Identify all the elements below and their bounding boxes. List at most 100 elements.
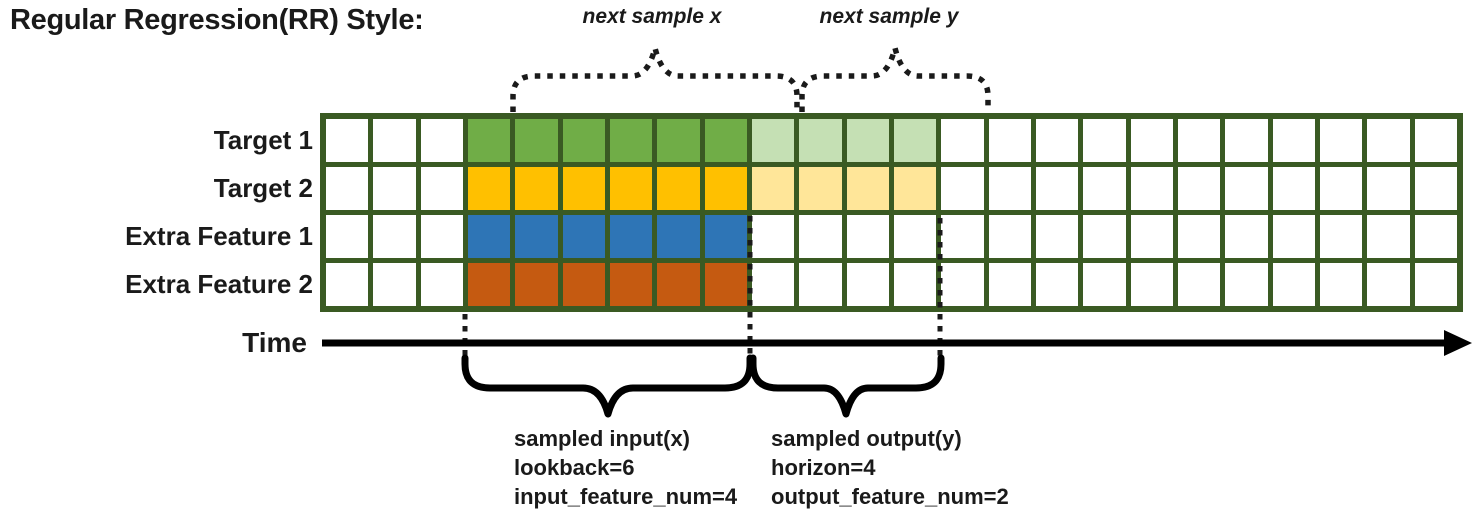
row-label: Target 2 — [213, 173, 313, 203]
grid-cell — [1130, 119, 1173, 162]
next-sample-y-brace — [799, 47, 991, 112]
grid-cell — [1130, 263, 1173, 306]
input-cell — [467, 215, 511, 258]
grid-cell — [1083, 167, 1126, 210]
grid-cell — [1177, 119, 1221, 162]
input-cell — [467, 167, 511, 210]
row-label: Extra Feature 2 — [125, 269, 313, 299]
input-cell — [515, 167, 558, 210]
grid-cell — [1035, 167, 1079, 210]
grid-cell — [1319, 215, 1363, 258]
input-cell — [704, 167, 747, 210]
grid-cell — [1035, 263, 1079, 306]
sampled-output-line: sampled output(y) — [771, 426, 962, 451]
output-cell — [751, 167, 795, 210]
input-cell — [609, 263, 653, 306]
input-cell — [562, 119, 605, 162]
grid-cell — [751, 263, 795, 306]
lookback-line: lookback=6 — [514, 455, 635, 480]
grid-cell — [1225, 215, 1268, 258]
input-cell — [467, 119, 511, 162]
grid-cell — [988, 119, 1031, 162]
sampled-input-brace — [461, 354, 754, 418]
grid-cell — [1319, 263, 1363, 306]
grid-cell — [1272, 215, 1315, 258]
time-axis-label: Time — [242, 327, 307, 358]
grid-cell — [1367, 215, 1410, 258]
output-feature-num-line: output_feature_num=2 — [771, 484, 1009, 509]
grid-cell — [1319, 167, 1363, 210]
grid-cell — [846, 215, 889, 258]
grid-cell — [893, 215, 937, 258]
grid-cell — [1272, 119, 1315, 162]
grid-cell — [941, 263, 984, 306]
grid-cell — [941, 215, 984, 258]
output-cell — [893, 167, 937, 210]
grid-cell — [941, 119, 984, 162]
grid-cell — [326, 215, 369, 258]
grid-cell — [326, 263, 369, 306]
horizon-line: horizon=4 — [771, 455, 876, 480]
grid-cell — [326, 119, 369, 162]
sampled-output-annotation: sampled output(y) horizon=4 output_featu… — [771, 424, 1009, 511]
diagram-title: Regular Regression(RR) Style: — [10, 4, 424, 36]
input-cell — [657, 263, 700, 306]
input-cell — [609, 167, 653, 210]
grid-cell — [1083, 119, 1126, 162]
row-label: Target 1 — [213, 125, 313, 155]
grid-cell — [988, 215, 1031, 258]
grid-cell — [1272, 263, 1315, 306]
input-cell — [515, 263, 558, 306]
output-cell — [799, 167, 842, 210]
output-cell — [751, 119, 795, 162]
grid-cell — [373, 215, 416, 258]
grid-cell — [941, 167, 984, 210]
grid-cell — [1177, 167, 1221, 210]
grid-cell — [1367, 119, 1410, 162]
grid-cell — [1035, 215, 1079, 258]
next-sample-x-brace — [510, 47, 800, 112]
grid-cell — [420, 119, 463, 162]
grid-cell — [1225, 167, 1268, 210]
grid-cell — [1177, 263, 1221, 306]
grid-cell — [1414, 215, 1457, 258]
grid-cell — [1414, 263, 1457, 306]
grid-cell — [1177, 215, 1221, 258]
grid-cell — [326, 167, 369, 210]
input-cell — [704, 119, 747, 162]
grid-cell — [1414, 119, 1457, 162]
grid-cell — [1272, 167, 1315, 210]
input-cell — [657, 167, 700, 210]
grid-cell — [1035, 119, 1079, 162]
grid-cell — [1319, 119, 1363, 162]
grid-cell — [1225, 119, 1268, 162]
grid-cell — [1225, 263, 1268, 306]
input-cell — [515, 119, 558, 162]
grid-cell — [846, 263, 889, 306]
sampled-input-annotation: sampled input(x) lookback=6 input_featur… — [514, 424, 737, 511]
input-cell — [704, 263, 747, 306]
input-cell — [657, 119, 700, 162]
grid-cell — [1414, 167, 1457, 210]
input-cell — [562, 263, 605, 306]
grid-cell — [373, 167, 416, 210]
next-sample-y-label: next sample y — [819, 5, 959, 28]
input-cell — [562, 215, 605, 258]
input-feature-num-line: input_feature_num=4 — [514, 484, 738, 509]
output-cell — [799, 119, 842, 162]
grid-cell — [420, 263, 463, 306]
input-cell — [515, 215, 558, 258]
sampled-input-line: sampled input(x) — [514, 426, 691, 451]
grid-cell — [1367, 263, 1410, 306]
grid-cell — [799, 215, 842, 258]
grid-cell — [1083, 263, 1126, 306]
next-sample-x-label: next sample x — [582, 5, 722, 28]
grid-cell — [799, 263, 842, 306]
grid-cell — [988, 263, 1031, 306]
input-cell — [467, 263, 511, 306]
time-axis-arrowhead — [1444, 330, 1472, 356]
input-cell — [562, 167, 605, 210]
input-cell — [609, 215, 653, 258]
output-cell — [846, 167, 889, 210]
grid-cell — [1130, 167, 1173, 210]
